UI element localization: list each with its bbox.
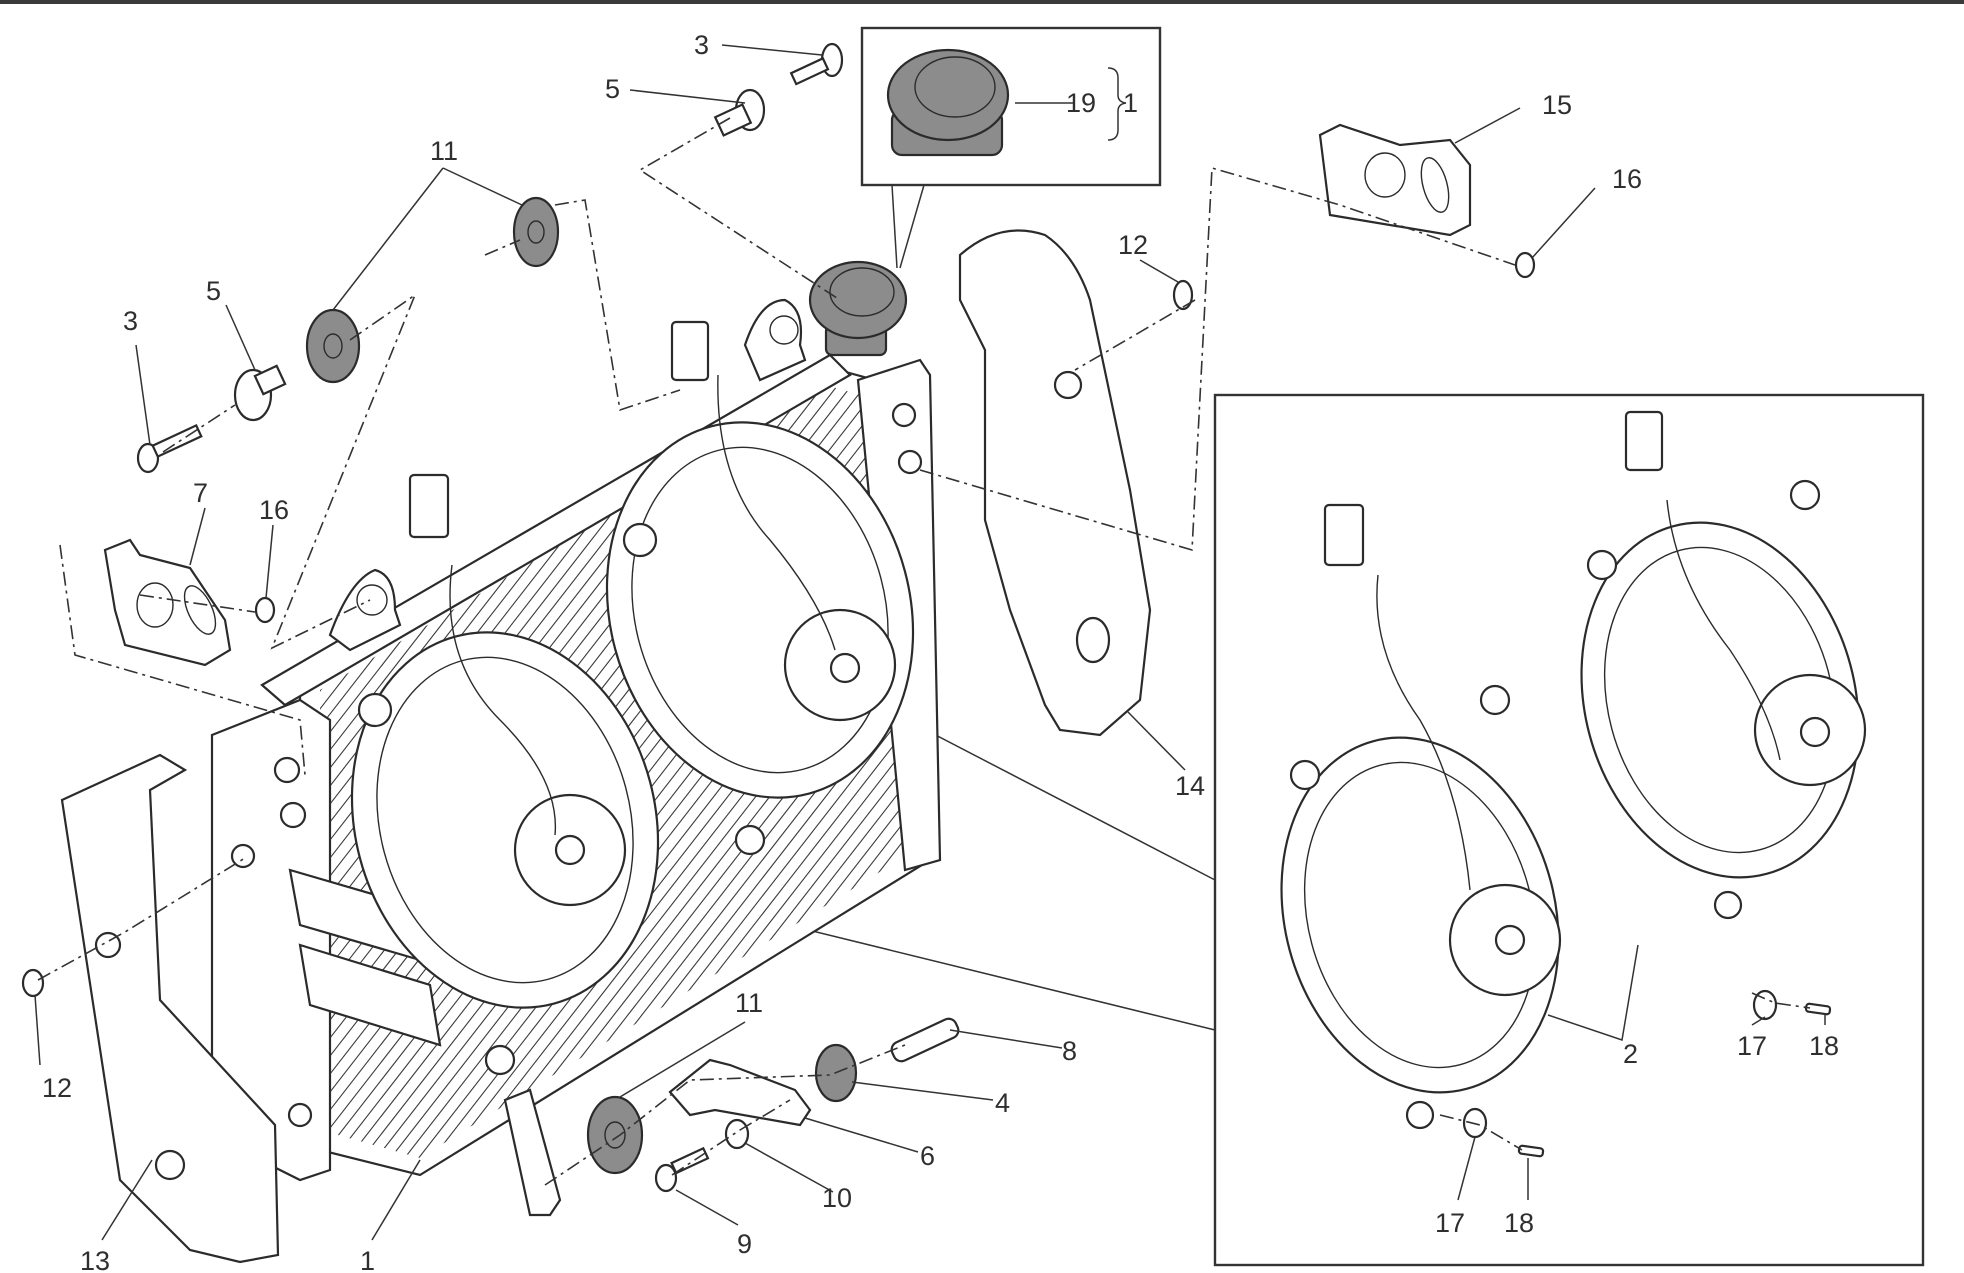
- connector-icon: [1624, 410, 1664, 472]
- assembly-line: [270, 292, 417, 650]
- label-5-left: 5: [206, 276, 221, 306]
- label-3-left: 3: [123, 306, 138, 336]
- radiator-cap-mounted: [808, 260, 908, 357]
- grommet-11-left: [305, 308, 361, 384]
- label-18-left: 18: [1504, 1208, 1534, 1238]
- label-8: 8: [1062, 1036, 1077, 1066]
- part-labels: 3 5 19 1 15 16 11 5 3 12 7 16 14 12 13 1…: [42, 30, 1839, 1273]
- assembly-line: [671, 1099, 791, 1176]
- label-7: 7: [193, 478, 208, 508]
- fan-right-mounted: [605, 320, 915, 856]
- assembly-line: [162, 404, 236, 453]
- screw-18-right: [1804, 1002, 1832, 1016]
- screw-12-mid: [1172, 279, 1194, 311]
- fan-left-mounted: [350, 473, 660, 1076]
- label-17-left: 17: [1435, 1208, 1465, 1238]
- screw-16-right: [1514, 251, 1536, 279]
- label-5-top: 5: [605, 74, 620, 104]
- cap-callout-frame: [860, 26, 1162, 187]
- assembly-line: [544, 1044, 906, 1186]
- assembly-line: [1074, 299, 1196, 371]
- label-10: 10: [822, 1183, 852, 1213]
- spacer-5-left: [233, 364, 287, 422]
- fan-detail-left: [1280, 503, 1562, 1130]
- brace-icon: [1107, 67, 1127, 141]
- grommet-11-bottom: [586, 1095, 644, 1175]
- assembly-line: [1751, 992, 1811, 1009]
- right-side-cover: [958, 229, 1152, 737]
- label-17-right: 17: [1737, 1031, 1767, 1061]
- screw-3-top: [789, 42, 844, 86]
- spacer-17-right: [1752, 989, 1778, 1021]
- screw-3-left: [136, 423, 203, 474]
- label-2: 2: [1623, 1039, 1638, 1069]
- label-14: 14: [1175, 771, 1205, 801]
- label-3-top: 3: [694, 30, 709, 60]
- left-bracket: [103, 538, 232, 667]
- radiator-fin-line: [0, 300, 92, 1200]
- right-bracket: [1318, 123, 1472, 237]
- assembly-line: [554, 199, 681, 412]
- label-6: 6: [920, 1141, 935, 1171]
- label-11-top: 11: [430, 136, 458, 166]
- cap-callout-pointer-right: [899, 184, 925, 269]
- label-12-mid: 12: [1118, 230, 1148, 260]
- label-15: 15: [1542, 90, 1572, 120]
- pin-8: [890, 1017, 960, 1063]
- grommet-11-top: [512, 196, 560, 268]
- radiator-fin-line: [0, 300, 50, 1200]
- radiator-fin-line: [0, 300, 78, 1200]
- washer-10: [724, 1118, 750, 1150]
- fan-detail-right: [1580, 410, 1867, 920]
- label-16-left: 16: [259, 495, 289, 525]
- connector-icon: [670, 320, 710, 382]
- assembly-line: [484, 239, 521, 256]
- label-11-bottom: 11: [735, 988, 763, 1018]
- radiator-fin-line: [0, 300, 106, 1200]
- top-border: [0, 0, 1964, 4]
- assembly-line: [638, 117, 841, 301]
- fan-detail-frame: [1213, 393, 1925, 1267]
- assembly-line: [1439, 1114, 1523, 1151]
- label-19: 19: [1066, 88, 1096, 118]
- label-1-brace: 1: [1123, 88, 1138, 118]
- label-9: 9: [737, 1229, 752, 1259]
- assembly-line: [37, 857, 246, 981]
- cap-callout-pointer-left: [891, 184, 898, 269]
- label-12-left: 12: [42, 1073, 72, 1103]
- assembly-line: [139, 594, 256, 613]
- spacer-5-top: [713, 88, 766, 137]
- screw-18-left: [1517, 1144, 1545, 1158]
- connector-icon: [1323, 503, 1365, 567]
- label-18-right: 18: [1809, 1031, 1839, 1061]
- screw-12-left: [21, 968, 45, 998]
- assembly-line: [59, 544, 306, 776]
- radiator-fin-line: [0, 300, 64, 1200]
- label-13: 13: [80, 1246, 110, 1273]
- bracket-6: [668, 1058, 812, 1127]
- left-side-cover: [60, 753, 280, 1264]
- label-4: 4: [995, 1088, 1010, 1118]
- screw-16-left: [254, 596, 276, 624]
- connector-icon: [408, 473, 450, 539]
- assembly-line: [919, 166, 1516, 552]
- radiator-cap-detail: [886, 48, 1010, 157]
- leader-lines: [34, 44, 1826, 1241]
- screw-9: [654, 1146, 710, 1193]
- label-16-right: 16: [1612, 164, 1642, 194]
- label-1-bottom: 1: [360, 1246, 375, 1273]
